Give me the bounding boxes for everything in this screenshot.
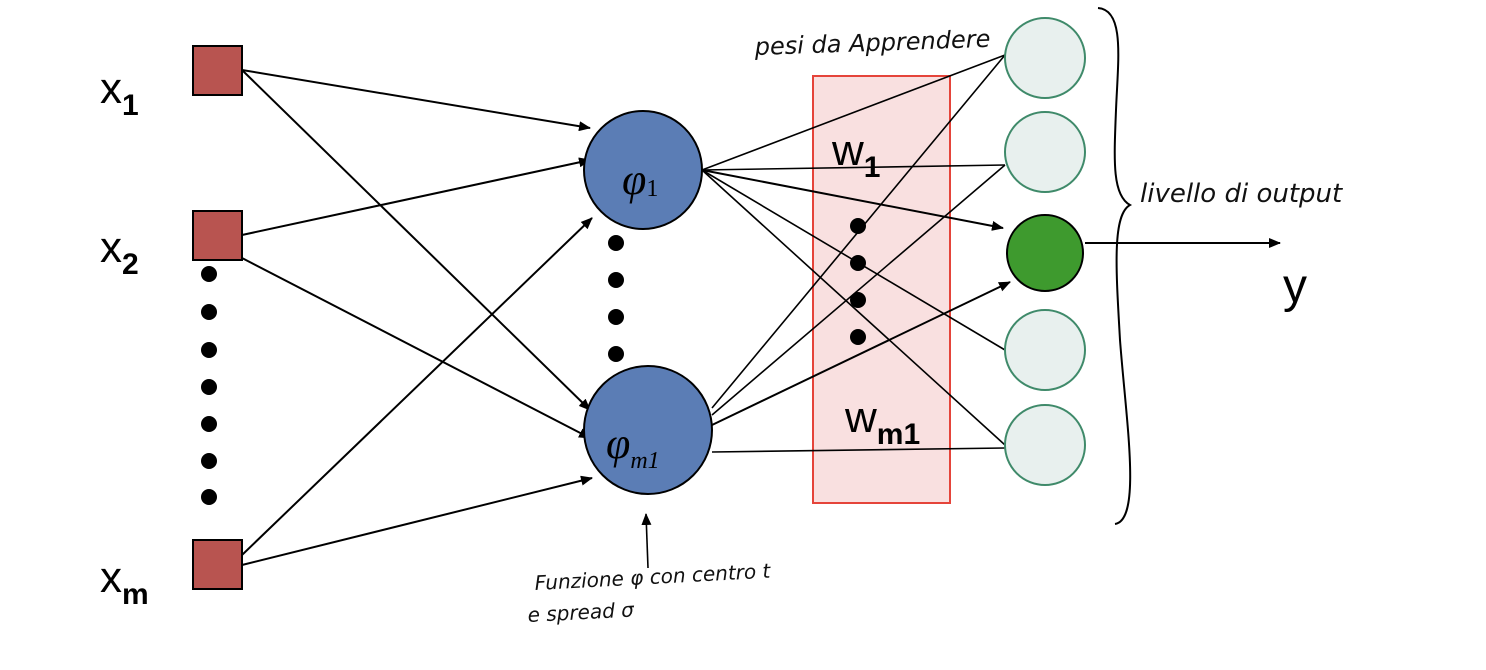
input-label-xm: xm (100, 553, 149, 611)
output-node-inactive (1004, 111, 1086, 193)
output-node-inactive (1004, 309, 1086, 391)
output-node-active (1006, 214, 1084, 292)
input-ellipsis (201, 266, 217, 505)
weights-note: pesi da Apprendere (753, 25, 991, 61)
input-node-xm (192, 539, 243, 590)
hidden-label-phim1: φm1 (606, 419, 660, 474)
output-layer-brace (1097, 7, 1133, 525)
input-node-x1 (192, 45, 243, 96)
weight-ellipsis (850, 218, 866, 345)
hidden-label-phi1: φ1 (622, 155, 658, 204)
output-node-inactive (1004, 17, 1086, 99)
function-note-line1: Funzione φ con centro t (534, 559, 772, 595)
weighted-output-connections (701, 169, 1011, 426)
hidden-ellipsis (608, 235, 624, 362)
function-note-arrow (641, 513, 652, 569)
weight-label-w1: w1 (831, 126, 880, 184)
input-node-x2 (192, 210, 243, 261)
input-label-x2: x2 (100, 223, 139, 281)
output-label-y: y (1283, 260, 1307, 313)
weight-label-wm1: wm1 (844, 393, 920, 451)
input-label-x1: x1 (100, 64, 139, 122)
weights-box (812, 75, 951, 504)
input-hidden-connections (241, 69, 593, 566)
function-note-line2: e spread σ (527, 597, 636, 627)
hidden-node-phim1 (583, 365, 713, 495)
hidden-node-phi1 (583, 110, 703, 230)
output-layer-note: livello di output (1140, 179, 1343, 209)
output-node-inactive (1004, 404, 1086, 486)
